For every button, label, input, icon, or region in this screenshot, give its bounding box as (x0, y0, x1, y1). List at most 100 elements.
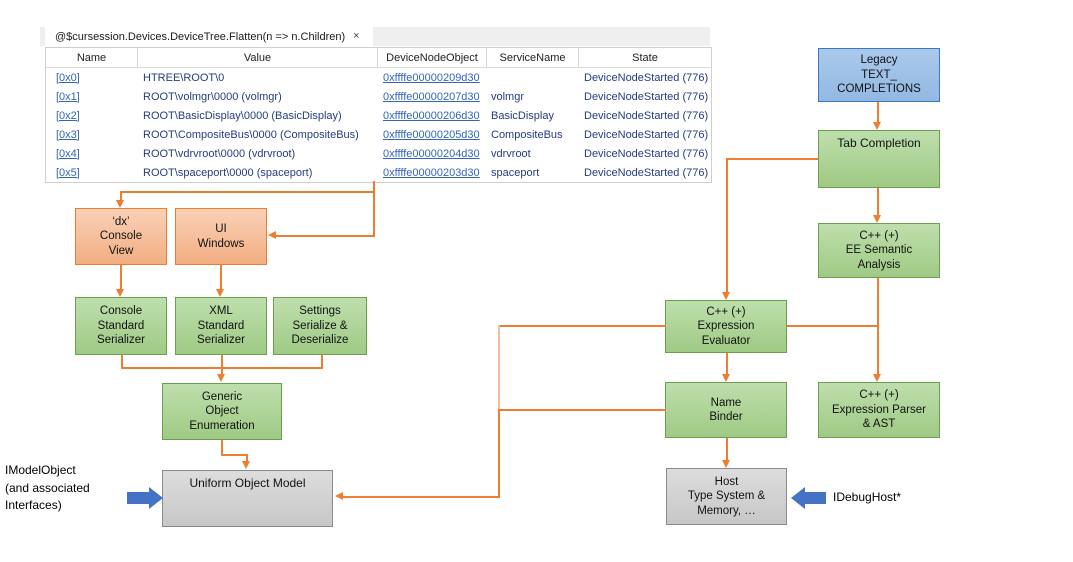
connector-evaluator-namebinder (726, 353, 728, 375)
connector-legacy-tabcompletion (877, 102, 879, 123)
row-name-link[interactable]: [0x4] (56, 147, 80, 160)
col-header-state: State (632, 51, 658, 64)
table-row: [0x3] ROOT\CompositeBus\0000 (CompositeB… (46, 125, 711, 144)
table-row: [0x2] ROOT\BasicDisplay\0000 (BasicDispl… (46, 106, 711, 125)
connector-tabcompletion-evaluator (727, 158, 818, 160)
row-name-link[interactable]: [0x1] (56, 90, 80, 103)
tab-close-icon[interactable]: × (353, 30, 360, 42)
row-value: HTREE\ROOT\0 (143, 71, 225, 84)
idebughost-label: IDebugHost* (833, 490, 902, 504)
connector-table-down (373, 181, 375, 237)
col-header-name: Name (46, 48, 138, 67)
node-host-type-system: Host Type System & Memory, … (666, 468, 787, 525)
table-row: [0x0] HTREE\ROOT\0 0xffffe00000209d30 De… (46, 68, 711, 87)
row-value: ROOT\BasicDisplay\0000 (BasicDisplay) (143, 109, 342, 122)
table-row: [0x5] ROOT\spaceport\0000 (spaceport) 0x… (46, 163, 711, 182)
connector-left-rail (498, 325, 500, 410)
node-settings-serialize-deserialize: Settings Serialize & Deserialize (273, 297, 367, 355)
arrowhead (873, 374, 881, 382)
arrowhead (873, 215, 881, 223)
connector-serializer-merge (221, 355, 223, 375)
row-state: DeviceNodeStarted (776) (584, 166, 709, 179)
arrowhead (242, 461, 250, 469)
node-tab-completion: Tab Completion (818, 130, 940, 188)
row-value: ROOT\vdrvroot\0000 (vdrvroot) (143, 147, 296, 160)
row-service: volmgr (491, 90, 525, 103)
connector-left-rail (498, 409, 500, 498)
row-state: DeviceNodeStarted (776) (584, 147, 709, 160)
row-state: DeviceNodeStarted (776) (584, 128, 709, 141)
connector-enum-uniformmodel (221, 454, 248, 456)
tab-strip: @$cursession.Devices.DeviceTree.Flatten(… (40, 27, 710, 46)
connector-tabcompletion-eesemantic (877, 188, 879, 216)
node-dx-console-view: ‘dx’ Console View (75, 208, 167, 265)
node-legacy-text-completions: Legacy TEXT_ COMPLETIONS (818, 48, 940, 102)
node-generic-object-enumeration: Generic Object Enumeration (162, 383, 282, 440)
connector-ui-xmlserializer (220, 265, 222, 290)
row-value: ROOT\volmgr\0000 (volmgr) (143, 90, 282, 103)
node-expression-evaluator: C++ (+) Expression Evaluator (665, 300, 787, 353)
col-header-servicename: ServiceName (487, 48, 579, 67)
table-row: [0x4] ROOT\vdrvroot\0000 (vdrvroot) 0xff… (46, 144, 711, 163)
arrowhead (216, 289, 224, 297)
row-service: vdrvroot (491, 147, 531, 160)
row-name-link[interactable]: [0x3] (56, 128, 80, 141)
arrowhead (217, 374, 225, 382)
table-header: Name Value DeviceNodeObject ServiceName … (46, 48, 711, 68)
tab-title: @$cursession.Devices.DeviceTree.Flatten(… (55, 30, 346, 43)
imodelobject-arrow-icon (149, 487, 163, 509)
idebughost-arrow-icon (791, 487, 805, 509)
node-ui-windows: UI Windows (175, 208, 267, 265)
arrowhead (116, 289, 124, 297)
imodelobject-label: IModelObject (and associated Interfaces) (5, 463, 90, 512)
node-xml-standard-serializer: XML Standard Serializer (175, 297, 267, 355)
connector-namebinder-left (499, 409, 666, 411)
table-row: [0x1] ROOT\volmgr\0000 (volmgr) 0xffffe0… (46, 87, 711, 106)
connector-enum-uniformmodel (221, 440, 223, 455)
row-value: ROOT\spaceport\0000 (spaceport) (143, 166, 313, 179)
connector-evaluator-parser (787, 325, 879, 327)
arrowhead (335, 492, 343, 500)
arrowhead (268, 231, 276, 239)
row-name-link[interactable]: [0x5] (56, 166, 80, 179)
connector-serializer-merge (321, 355, 323, 369)
node-expression-parser-ast: C++ (+) Expression Parser & AST (818, 382, 940, 438)
row-state: DeviceNodeStarted (776) (584, 109, 709, 122)
row-service: CompositeBus (491, 128, 563, 141)
arrowhead (722, 292, 730, 300)
node-ee-semantic-analysis: C++ (+) EE Semantic Analysis (818, 223, 940, 278)
node-console-standard-serializer: Console Standard Serializer (75, 297, 167, 355)
arrowhead (722, 460, 730, 468)
connector-tabcompletion-evaluator (726, 158, 728, 293)
imodelobject-arrow-icon (127, 492, 149, 504)
connector-evaluator-left (499, 325, 666, 327)
col-header-devicenodeobject: DeviceNodeObject (378, 48, 487, 67)
row-node-link[interactable]: 0xffffe00000205d30 (383, 128, 480, 141)
row-state: DeviceNodeStarted (776) (584, 71, 709, 84)
connector-enum-uniformmodel (246, 454, 248, 462)
connector-serializer-merge (121, 355, 123, 369)
row-name-link[interactable]: [0x0] (56, 71, 80, 84)
tab-device-tree-query[interactable]: @$cursession.Devices.DeviceTree.Flatten(… (45, 27, 373, 46)
row-node-link[interactable]: 0xffffe00000209d30 (383, 71, 480, 84)
row-node-link[interactable]: 0xffffe00000204d30 (383, 147, 480, 160)
row-service: BasicDisplay (491, 109, 554, 122)
connector-namebinder-host (726, 438, 728, 461)
node-uniform-object-model: Uniform Object Model (162, 470, 333, 527)
row-state: DeviceNodeStarted (776) (584, 90, 709, 103)
connector-table-dxconsole (120, 191, 122, 201)
connector-table-uiwindows (276, 235, 375, 237)
row-node-link[interactable]: 0xffffe00000207d30 (383, 90, 480, 103)
row-node-link[interactable]: 0xffffe00000203d30 (383, 166, 480, 179)
arrowhead (873, 122, 881, 130)
arrowhead (722, 374, 730, 382)
connector-table-dxconsole (121, 191, 375, 193)
row-node-link[interactable]: 0xffffe00000206d30 (383, 109, 480, 122)
row-value: ROOT\CompositeBus\0000 (CompositeBus) (143, 128, 359, 141)
col-header-value: Value (138, 48, 378, 67)
connector-dx-consoleserializer (120, 265, 122, 290)
node-name-binder: Name Binder (665, 382, 787, 438)
idebughost-arrow-icon (805, 492, 826, 504)
row-name-link[interactable]: [0x2] (56, 109, 80, 122)
